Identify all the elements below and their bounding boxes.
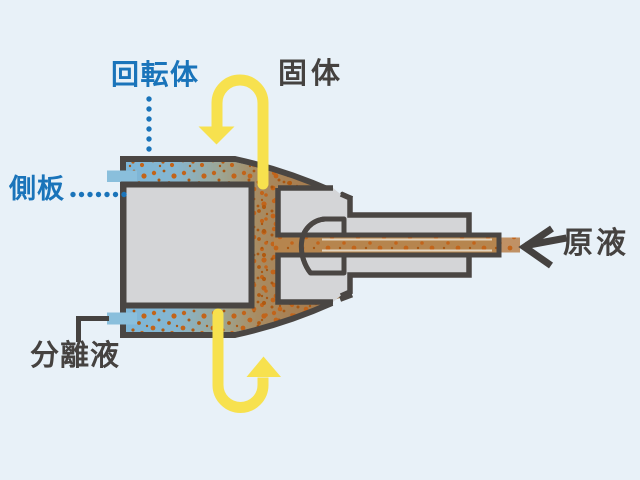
liquid-outlet-ports	[107, 170, 137, 325]
side-plate-pointer-dots	[70, 191, 127, 198]
feed-tube	[274, 232, 520, 258]
arrowhead-down-icon	[198, 126, 235, 145]
outlet-port-bottom	[107, 312, 137, 325]
outlet-port-top	[107, 170, 137, 182]
arrowhead-up-icon	[246, 356, 281, 377]
feed-direction-arrow-icon	[518, 225, 568, 269]
rotating-body-label: 回転体	[111, 58, 200, 91]
solid-flow-arrow-top	[198, 74, 269, 190]
separated-liquid-pointer-line	[76, 316, 109, 342]
solid-flow-arrow-bottom	[212, 308, 281, 413]
separated-liquid-label: 分離液	[30, 338, 121, 372]
side-plate-label: 側板	[9, 174, 65, 205]
screw-blade-arc	[298, 216, 326, 275]
raw-liquid-label: 原液	[563, 226, 629, 261]
rotating-body-pointer-dots	[146, 96, 152, 152]
conveyor-hub	[120, 181, 255, 309]
solid-label: 固体	[278, 56, 345, 90]
